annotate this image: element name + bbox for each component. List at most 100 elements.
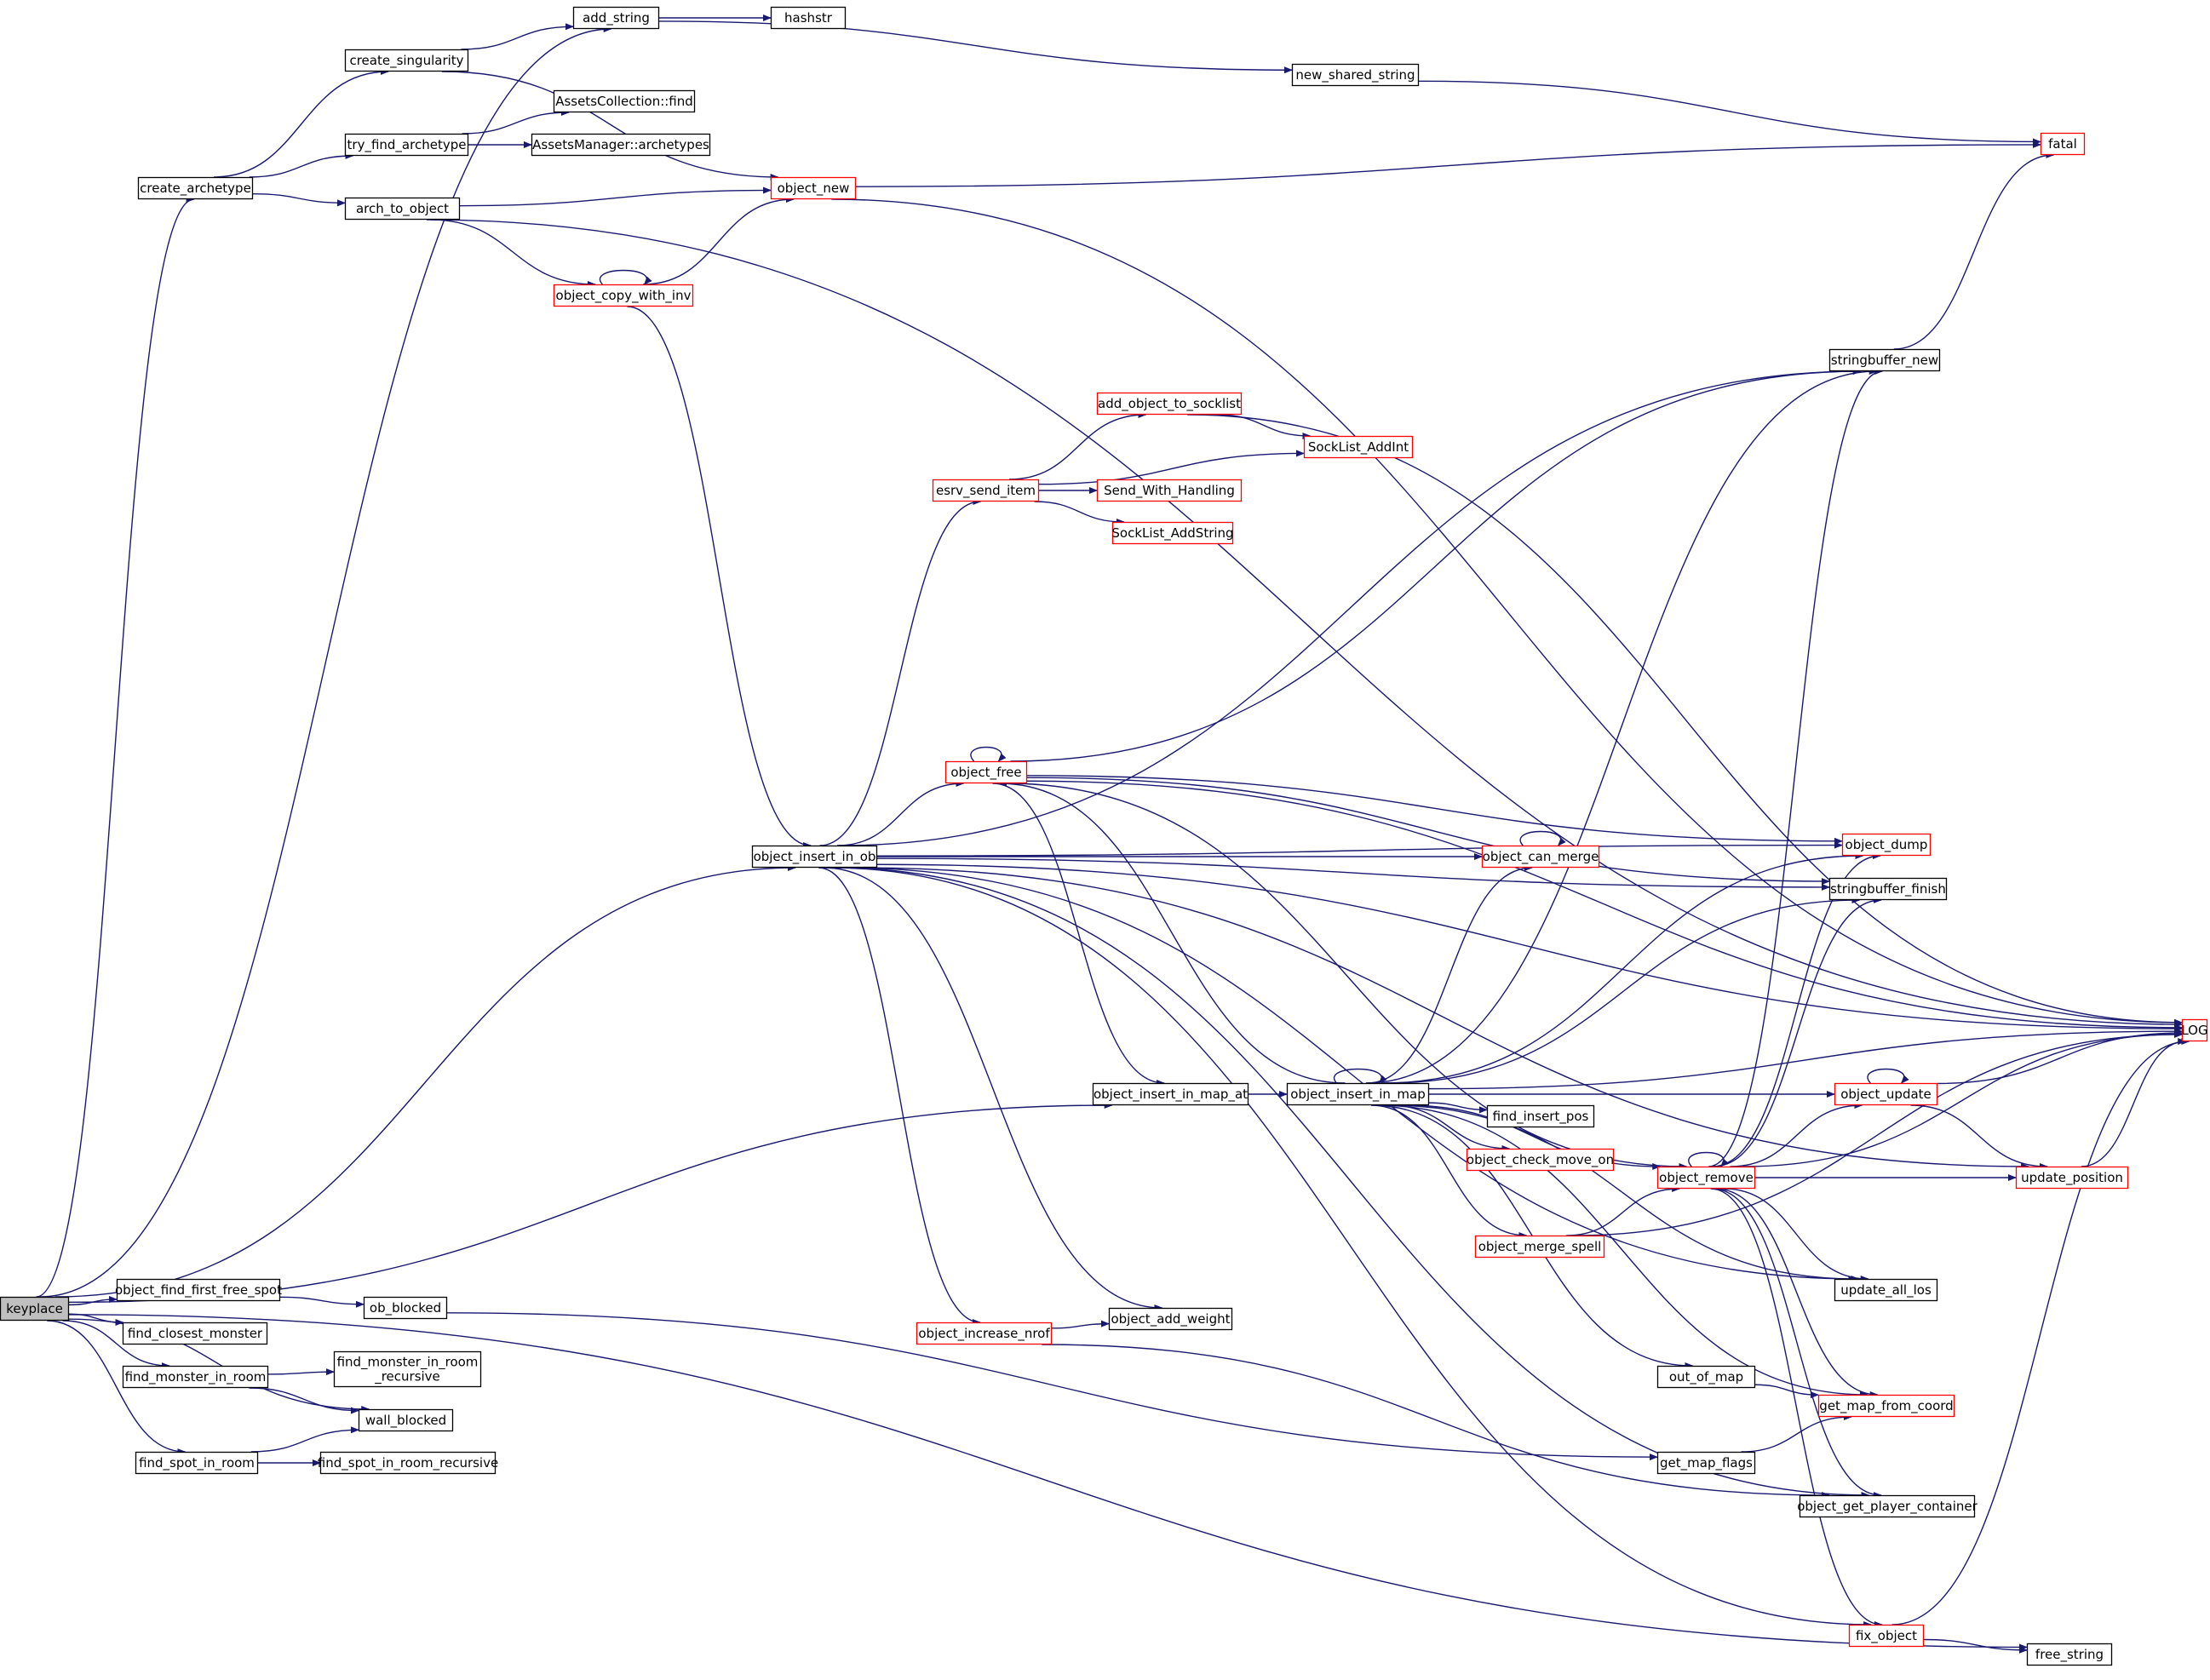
edge-object_copy_with_inv-to-object_copy_with_inv: [599, 269, 652, 285]
node-box-stringbuffer_new: [1828, 348, 1941, 372]
node-box-update_position: [2015, 1166, 2129, 1190]
node-find_insert_pos[interactable]: find_insert_pos: [1486, 1104, 1595, 1128]
node-label-update_all_los: update_all_los: [1840, 1282, 1932, 1299]
node-fatal[interactable]: fatal: [2040, 132, 2086, 156]
node-box-ob_blocked: [363, 1296, 448, 1320]
edge-object_insert_in_ob-to-fix_object: [829, 867, 1873, 1628]
node-log[interactable]: LOG: [2181, 1018, 2208, 1042]
node-object_dump[interactable]: object_dump: [1841, 833, 1932, 857]
edge-object_merge_spell-to-log: [1573, 1030, 2183, 1236]
node-wall_blocked[interactable]: wall_blocked: [358, 1408, 454, 1432]
node-object_merge_spell[interactable]: object_merge_spell: [1474, 1235, 1605, 1259]
node-label-get_map_from_coord: get_map_from_coord: [1819, 1398, 1953, 1414]
edge-find_monster_in_room-to-find_monster_in_room_recursive: [267, 1368, 335, 1376]
node-box-add_object_to_socklist: [1096, 392, 1243, 416]
edge-arch_to_object-to-log: [426, 219, 2183, 1029]
edge-object_remove-to-log: [1742, 1030, 2183, 1167]
edge-object_insert_in_ob-to-update_position: [858, 867, 2030, 1170]
node-label-wall_blocked: wall_blocked: [365, 1413, 446, 1429]
node-new_shared_string[interactable]: new_shared_string: [1291, 63, 1420, 87]
node-label-add_object_to_socklist: add_object_to_socklist: [1098, 396, 1241, 412]
node-fix_object[interactable]: fix_object: [1848, 1624, 1925, 1648]
node-free_string[interactable]: free_string: [2026, 1643, 2113, 1666]
edge-out_of_map-to-get_map_from_coord: [1754, 1384, 1819, 1399]
node-label-object_can_merge: object_can_merge: [1483, 849, 1599, 865]
node-keyplace[interactable]: keyplace: [0, 1296, 70, 1322]
node-get_map_flags[interactable]: get_map_flags: [1656, 1451, 1756, 1475]
node-label-object_insert_in_map: object_insert_in_map: [1290, 1087, 1426, 1103]
node-update_all_los[interactable]: update_all_los: [1834, 1278, 1938, 1302]
node-update_position[interactable]: update_position: [2015, 1166, 2129, 1190]
edge-keyplace-to-find_spot_in_room: [47, 1320, 187, 1455]
node-add_string[interactable]: add_string: [572, 6, 660, 30]
node-box-keyplace: [0, 1296, 70, 1322]
node-get_map_from_coord[interactable]: get_map_from_coord: [1817, 1394, 1955, 1418]
edge-create_archetype-to-arch_to_object: [252, 192, 346, 207]
edge-esrv_send_item-to-socklist_addint: [1038, 450, 1305, 485]
node-box-object_dump: [1841, 833, 1932, 857]
node-label-object_check_move_on: object_check_move_on: [1467, 1152, 1614, 1168]
edge-object_free-to-object_remove: [1006, 783, 1688, 1170]
edge-keyplace-to-find_monster_in_room: [62, 1320, 170, 1369]
node-label-object_dump: object_dump: [1845, 837, 1928, 853]
node-try_find_archetype[interactable]: try_find_archetype: [344, 133, 469, 157]
node-object_get_player_container[interactable]: object_get_player_container: [1797, 1494, 1978, 1518]
node-box-try_find_archetype: [344, 133, 469, 157]
node-hashstr[interactable]: hashstr: [770, 6, 847, 30]
node-label-keyplace: keyplace: [6, 1301, 63, 1316]
node-find_closest_monster[interactable]: find_closest_monster: [122, 1322, 268, 1345]
node-send_with_handling[interactable]: Send_With_Handling: [1096, 479, 1243, 502]
node-object_add_weight[interactable]: object_add_weight: [1108, 1307, 1233, 1331]
node-label-hashstr: hashstr: [784, 10, 833, 26]
node-object_find_first_free_spot[interactable]: object_find_first_free_spot: [115, 1278, 282, 1302]
node-box-object_check_move_on: [1466, 1148, 1615, 1172]
node-label-object_update: object_update: [1840, 1087, 1932, 1103]
node-box-find_spot_in_room_recursive: [319, 1451, 497, 1475]
node-object_new[interactable]: object_new: [770, 176, 857, 200]
node-stringbuffer_finish[interactable]: stringbuffer_finish: [1828, 877, 1948, 901]
node-object_update[interactable]: object_update: [1834, 1082, 1938, 1106]
edge-object_insert_in_ob-to-object_increase_nrof: [818, 867, 981, 1326]
node-object_insert_in_map_at[interactable]: object_insert_in_map_at: [1092, 1082, 1249, 1106]
node-add_object_to_socklist[interactable]: add_object_to_socklist: [1096, 392, 1243, 416]
node-out_of_map[interactable]: out_of_map: [1656, 1365, 1756, 1389]
node-label-new_shared_string: new_shared_string: [1295, 67, 1415, 83]
node-object_copy_with_inv[interactable]: object_copy_with_inv: [553, 284, 694, 307]
node-assets_archetypes[interactable]: AssetsManager::archetypes: [531, 133, 711, 157]
node-arch_to_object[interactable]: arch_to_object: [344, 197, 461, 221]
node-box-log: [2181, 1018, 2208, 1042]
node-box-free_string: [2026, 1643, 2113, 1666]
node-object_remove[interactable]: object_remove: [1656, 1166, 1756, 1190]
edge-create_archetype-to-try_find_archetype: [249, 152, 354, 178]
node-box-object_increase_nrof: [916, 1322, 1053, 1345]
node-box-object_can_merge: [1481, 845, 1600, 869]
node-socklist_addstring[interactable]: SockList_AddString: [1111, 521, 1234, 545]
node-stringbuffer_new[interactable]: stringbuffer_new: [1828, 348, 1941, 372]
node-object_insert_in_ob[interactable]: object_insert_in_ob: [751, 845, 878, 869]
node-label-find_monster_in_room_recursive-line1: find_monster_in_room: [337, 1355, 479, 1371]
node-object_free[interactable]: object_free: [944, 760, 1028, 784]
node-assets_find[interactable]: AssetsCollection::find: [553, 89, 696, 113]
nodes-layer: keyplace add_string hashstr create_singular…: [0, 6, 2208, 1666]
node-find_monster_in_room[interactable]: find_monster_in_room: [122, 1365, 269, 1389]
node-box-object_merge_spell: [1474, 1235, 1605, 1259]
edge-find_spot_in_room-to-wall_blocked: [250, 1426, 359, 1453]
node-object_increase_nrof[interactable]: object_increase_nrof: [916, 1322, 1053, 1345]
edge-object_insert_in_ob-to-esrv_send_item: [819, 498, 982, 846]
node-object_check_move_on[interactable]: object_check_move_on: [1466, 1148, 1615, 1172]
node-create_archetype[interactable]: create_archetype: [137, 176, 254, 200]
node-box-get_map_flags: [1656, 1451, 1756, 1475]
node-box-out_of_map: [1656, 1365, 1756, 1389]
node-find_monster_in_room_recursive[interactable]: find_monster_in_room_recursive: [333, 1350, 482, 1388]
node-object_can_merge[interactable]: object_can_merge: [1481, 845, 1600, 869]
node-box-stringbuffer_finish: [1828, 877, 1948, 901]
node-box-add_string: [572, 6, 660, 30]
node-create_singularity[interactable]: create_singularity: [344, 49, 469, 72]
node-esrv_send_item[interactable]: esrv_send_item: [932, 479, 1040, 502]
node-ob_blocked[interactable]: ob_blocked: [363, 1296, 448, 1320]
node-find_spot_in_room[interactable]: find_spot_in_room: [135, 1451, 259, 1475]
node-object_insert_in_map[interactable]: object_insert_in_map: [1286, 1082, 1430, 1106]
node-socklist_addint[interactable]: SockList_AddInt: [1303, 435, 1414, 459]
node-find_spot_in_room_recursive[interactable]: find_spot_in_room_recursive: [318, 1451, 498, 1475]
